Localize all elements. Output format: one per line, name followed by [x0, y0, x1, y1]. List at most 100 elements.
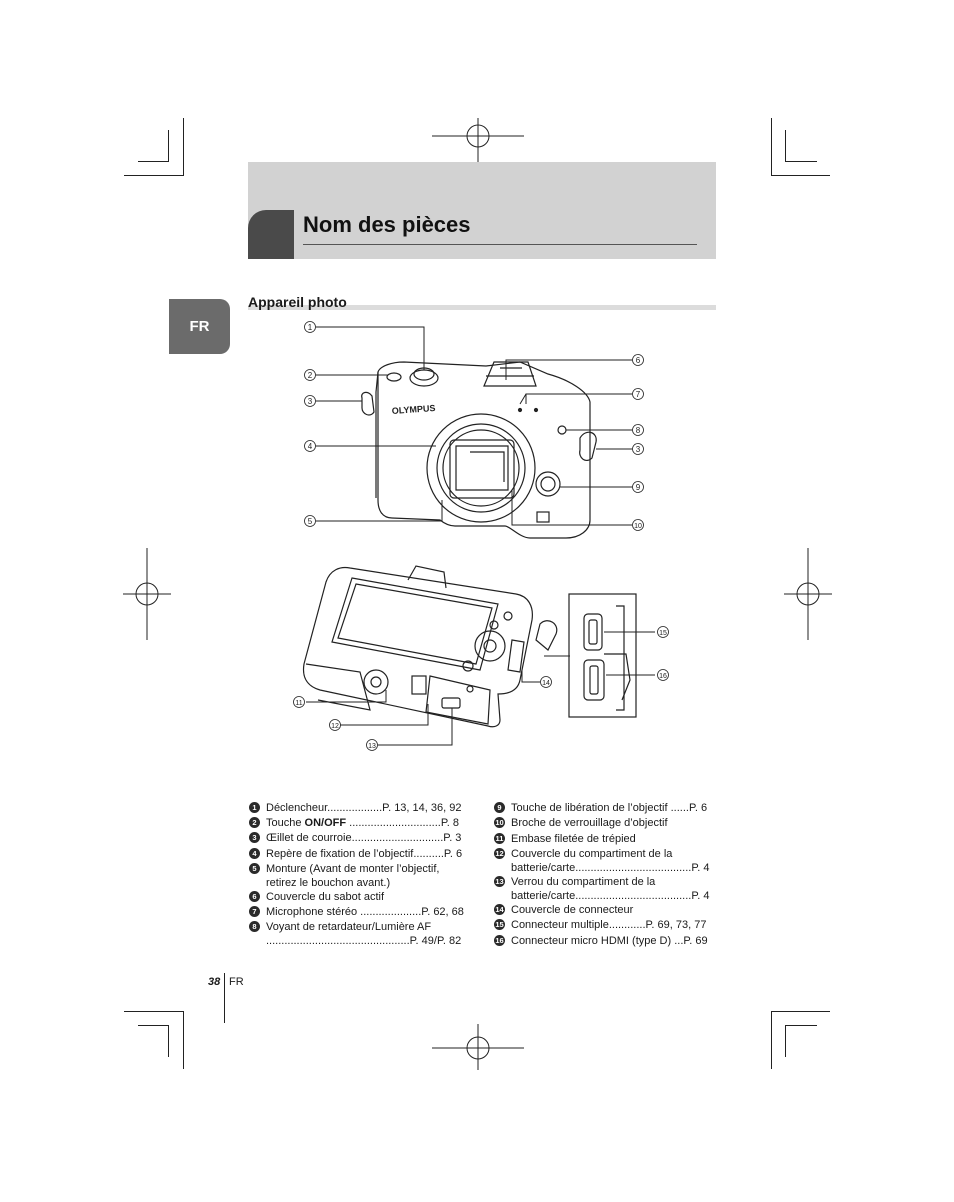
item-number: 10 — [494, 817, 505, 828]
callout-11: 11 — [295, 700, 302, 707]
callout-3: 3 — [308, 397, 313, 406]
crop-mark — [183, 1011, 184, 1069]
language-tab: FR — [169, 299, 230, 354]
header-band — [248, 162, 716, 259]
page-number: 38 — [208, 976, 221, 988]
item-number: 16 — [494, 935, 505, 946]
item-number: 13 — [494, 876, 505, 887]
callout-12: 12 — [331, 723, 339, 730]
item-text: Embase filetée de trépied — [511, 833, 636, 845]
list-item: 15 Connecteur multiple............P. 69,… — [494, 918, 706, 932]
camera-back-diagram: 11 12 13 14 15 16 — [293, 565, 669, 751]
item-text: Couvercle de connecteur — [511, 904, 634, 916]
crop-mark — [138, 161, 169, 162]
item-text: Œillet de courroie......................… — [266, 832, 462, 844]
crop-mark — [168, 1025, 169, 1057]
item-number: 5 — [249, 863, 260, 874]
list-item: 14 Couvercle de connecteur — [494, 903, 633, 917]
item-number: 11 — [494, 833, 505, 844]
item-text: Verrou du compartiment de la batterie/ca… — [511, 876, 710, 902]
list-item: 10 Broche de verrouillage d’objectif — [494, 816, 668, 830]
callout-1: 1 — [308, 323, 313, 332]
list-item: 7 Microphone stéréo ....................… — [249, 905, 464, 919]
item-text: Couvercle du sabot actif — [266, 891, 385, 903]
item-number: 12 — [494, 848, 505, 859]
list-item: 13 Verrou du compartiment de la batterie… — [494, 875, 709, 903]
camera-front-diagram: OLYMPUS 1 2 3 4 5 6 7 8 3 9 — [304, 321, 644, 539]
footer-language: FR — [229, 976, 244, 988]
item-number: 3 — [249, 832, 260, 843]
crop-mark — [771, 1011, 772, 1069]
item-text: Microphone stéréo ....................P.… — [266, 906, 464, 918]
list-item: 11 Embase filetée de trépied — [494, 832, 636, 846]
list-item: 8 Voyant de retardateur/Lumière AF .....… — [249, 920, 461, 948]
item-text: Connecteur multiple............P. 69, 73… — [511, 919, 707, 931]
callout-5: 5 — [308, 517, 313, 526]
registration-target-top — [432, 118, 524, 162]
page-title: Nom des pièces — [303, 212, 471, 237]
registration-target-left — [123, 548, 171, 640]
item-text: Connecteur micro HDMI (type D) ...P. 69 — [511, 935, 708, 947]
callout-4: 4 — [308, 442, 313, 451]
list-item: 12 Couvercle du compartiment de la batte… — [494, 847, 709, 875]
footer-divider — [224, 973, 225, 1023]
item-text-suffix: ..............................P. 8 — [346, 817, 459, 829]
item-text: Monture (Avant de monter l’objectif, ret… — [266, 863, 440, 889]
on-off-label: ON/OFF — [304, 817, 347, 829]
list-item: 16 Connecteur micro HDMI (type D) ...P. … — [494, 934, 708, 948]
title-underline — [303, 244, 697, 245]
item-text: Repère de fixation de l’objectif........… — [266, 848, 463, 860]
item-number: 15 — [494, 919, 505, 930]
crop-mark — [138, 1025, 169, 1026]
item-number: 1 — [249, 802, 260, 813]
list-item: 3 Œillet de courroie....................… — [249, 831, 461, 845]
list-item: 9 Touche de libération de l’objectif ...… — [494, 801, 707, 815]
item-number: 2 — [249, 817, 260, 828]
list-item: 5 Monture (Avant de monter l’objectif, r… — [249, 862, 439, 890]
language-tab-label: FR — [189, 318, 210, 335]
item-text: Touche de libération de l’objectif .....… — [511, 802, 708, 814]
item-number: 9 — [494, 802, 505, 813]
callout-3b: 3 — [636, 445, 641, 454]
item-number: 14 — [494, 904, 505, 915]
section-title: Appareil photo — [248, 294, 347, 310]
crop-mark — [785, 130, 786, 162]
callout-13: 13 — [368, 743, 376, 750]
item-text: Déclencheur..................P. 13, 14, … — [266, 802, 462, 814]
registration-target-bottom — [432, 1024, 524, 1070]
callout-2: 2 — [308, 371, 313, 380]
callout-9: 9 — [636, 483, 641, 492]
crop-mark — [771, 175, 830, 176]
item-text: Voyant de retardateur/Lumière AF .......… — [266, 921, 462, 947]
list-item: 1 Déclencheur..................P. 13, 14… — [249, 801, 461, 815]
section-rule — [248, 305, 716, 310]
item-number: 4 — [249, 848, 260, 859]
crop-mark — [168, 130, 169, 162]
registration-target-right — [784, 548, 832, 640]
item-number: 6 — [249, 891, 260, 902]
callout-15: 15 — [659, 630, 667, 637]
list-item: 6 Couvercle du sabot actif — [249, 890, 384, 904]
item-number: 7 — [249, 906, 260, 917]
callout-14: 14 — [542, 680, 550, 687]
crop-mark — [771, 118, 772, 175]
list-item: 4 Repère de fixation de l’objectif......… — [249, 847, 462, 861]
item-text: Broche de verrouillage d’objectif — [511, 817, 668, 829]
item-number: 8 — [249, 921, 260, 932]
item-text-prefix: Touche — [266, 817, 305, 829]
crop-mark — [183, 118, 184, 175]
header-accent-block — [248, 210, 294, 259]
brand-logo-text: OLYMPUS — [391, 403, 435, 416]
callout-16: 16 — [659, 673, 667, 680]
callout-7: 7 — [636, 390, 641, 399]
crop-mark — [124, 1011, 183, 1012]
callout-8: 8 — [636, 426, 641, 435]
crop-mark — [771, 1011, 830, 1012]
callout-10: 10 — [634, 523, 642, 530]
callout-6: 6 — [636, 356, 641, 365]
item-text: Couvercle du compartiment de la batterie… — [511, 848, 710, 874]
crop-mark — [785, 1025, 817, 1026]
list-item: 2 Touche ON/OFF ........................… — [249, 816, 459, 830]
crop-mark — [785, 1025, 786, 1057]
item-text: Touche ON/OFF ..........................… — [266, 816, 459, 830]
